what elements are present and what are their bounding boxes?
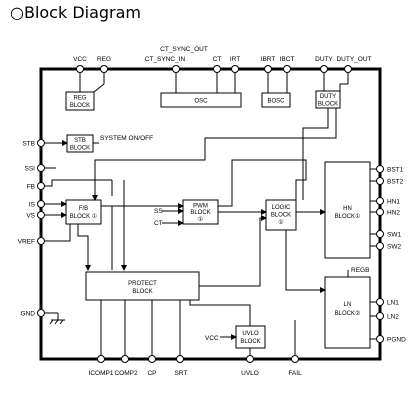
svg-text:CT: CT (154, 220, 163, 227)
svg-text:REG: REG (73, 96, 86, 102)
svg-text:PROTECT: PROTECT (128, 281, 157, 287)
svg-text:BLOCK: BLOCK (70, 103, 90, 109)
fb-block: F/B BLOCK ① (65, 199, 102, 225)
svg-text:①: ① (278, 219, 283, 226)
svg-text:BLOCK①: BLOCK① (335, 213, 361, 220)
svg-text:SW2: SW2 (387, 244, 401, 251)
ln-block: LN BLOCK② (324, 276, 371, 349)
svg-text:FB: FB (27, 184, 35, 191)
svg-text:VREF: VREF (18, 239, 35, 246)
svg-text:DUTY: DUTY (320, 94, 336, 100)
svg-text:BOSC: BOSC (267, 99, 285, 105)
svg-text:VS: VS (26, 213, 35, 220)
svg-text:BST1: BST1 (387, 167, 404, 174)
svg-text:BLOCK: BLOCK (271, 213, 291, 219)
svg-text:BLOCK: BLOCK (190, 210, 210, 216)
svg-text:IBCT: IBCT (280, 56, 295, 63)
svg-text:LN1: LN1 (387, 300, 399, 307)
svg-text:FAIL: FAIL (288, 370, 302, 377)
duty-block: DUTY BLOCK (315, 90, 341, 109)
hn-block: HN BLOCK① (324, 161, 371, 259)
svg-text:BST2: BST2 (387, 179, 404, 186)
svg-text:LN: LN (344, 302, 352, 308)
svg-text:BLOCK: BLOCK (318, 102, 338, 108)
pin-labels: VCC REG CT_SYNC_OUT CT_SYNC_IN CT IRT IB… (18, 46, 406, 377)
svg-text:SS: SS (154, 208, 163, 215)
svg-text:CT: CT (213, 56, 222, 63)
svg-text:F/B: F/B (79, 206, 88, 212)
svg-text:IRT: IRT (230, 56, 240, 63)
svg-text:SYSTEM ON/OFF: SYSTEM ON/OFF (100, 135, 153, 142)
bosc-block: BOSC (261, 92, 291, 108)
svg-text:LOGIC: LOGIC (272, 205, 291, 211)
svg-text:DUTY: DUTY (315, 56, 333, 63)
svg-text:REG: REG (97, 56, 111, 63)
svg-text:UVLO: UVLO (241, 370, 259, 377)
osc-block: OSC (160, 92, 242, 108)
svg-text:SSI: SSI (25, 166, 36, 173)
svg-text:STB: STB (74, 138, 86, 144)
svg-text:UVLO: UVLO (242, 331, 259, 337)
svg-text:GND: GND (21, 311, 36, 318)
svg-text:PWM: PWM (193, 204, 208, 210)
svg-text:PGND: PGND (387, 337, 406, 344)
svg-text:DUTY_OUT: DUTY_OUT (336, 56, 371, 63)
svg-text:BLOCK: BLOCK (132, 289, 152, 295)
svg-text:BLOCK②: BLOCK② (335, 310, 361, 317)
svg-text:HN2: HN2 (387, 210, 400, 217)
stb-block: STB BLOCK (66, 134, 94, 153)
svg-text:BLOCK: BLOCK (70, 146, 90, 152)
svg-text:①: ① (198, 216, 203, 223)
pwm-block: PWM BLOCK ① (182, 199, 219, 225)
uvlo-block: UVLO BLOCK (235, 325, 266, 349)
svg-text:HN: HN (343, 206, 352, 212)
svg-text:CP: CP (147, 370, 156, 377)
svg-text:COMP2: COMP2 (114, 370, 138, 377)
svg-text:OSC: OSC (194, 99, 208, 105)
svg-text:SW1: SW1 (387, 232, 401, 239)
svg-text:HN1: HN1 (387, 199, 400, 206)
svg-text:ICOMP1: ICOMP1 (89, 370, 114, 377)
diagram-title: ○Block Diagram (10, 3, 142, 22)
svg-text:CT_SYNC_OUT: CT_SYNC_OUT (160, 46, 208, 53)
svg-text:IS: IS (29, 202, 36, 209)
svg-text:BLOCK: BLOCK (240, 339, 260, 345)
svg-text:BLOCK ①: BLOCK ① (70, 213, 97, 220)
svg-text:SRT: SRT (175, 370, 188, 377)
svg-text:STB: STB (22, 141, 35, 148)
svg-text:CT_SYNC_IN: CT_SYNC_IN (145, 56, 186, 63)
pin-circles (37, 65, 384, 363)
svg-text:REGB: REGB (351, 267, 369, 274)
reg-block: REG BLOCK (65, 91, 95, 111)
svg-text:VCC: VCC (73, 56, 87, 63)
signal-labels: SYSTEM ON/OFF SS CT VCC REGB (100, 135, 369, 342)
svg-text:IBRT: IBRT (261, 56, 276, 63)
svg-text:VCC: VCC (205, 335, 219, 342)
logic-block: LOGIC BLOCK ① (265, 199, 297, 231)
svg-text:LN2: LN2 (387, 314, 399, 321)
protect-block: PROTECT BLOCK (85, 271, 200, 301)
wires (44, 72, 377, 356)
